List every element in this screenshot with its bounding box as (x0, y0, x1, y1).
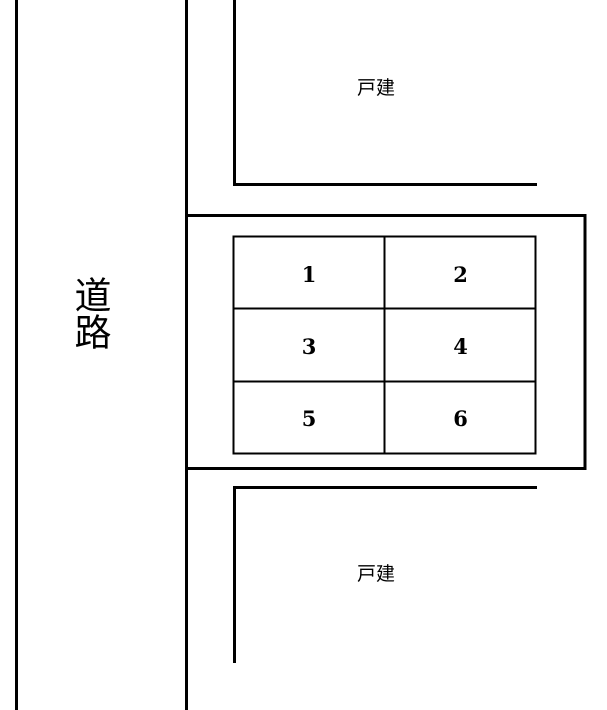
house-top-label: 戸建 (357, 77, 396, 99)
parking-stall-3-number[interactable]: 3 (301, 334, 317, 359)
parking-stall-1-number[interactable]: 1 (301, 262, 317, 287)
parking-stall-4-number[interactable]: 4 (453, 334, 468, 359)
parking-stall-2-number[interactable]: 2 (453, 262, 468, 287)
road-label: 道路 (67, 276, 111, 350)
parking-stall-6-number[interactable]: 6 (453, 406, 468, 431)
house-bottom-label: 戸建 (357, 563, 396, 585)
parking-stall-5-number[interactable]: 5 (301, 406, 317, 431)
